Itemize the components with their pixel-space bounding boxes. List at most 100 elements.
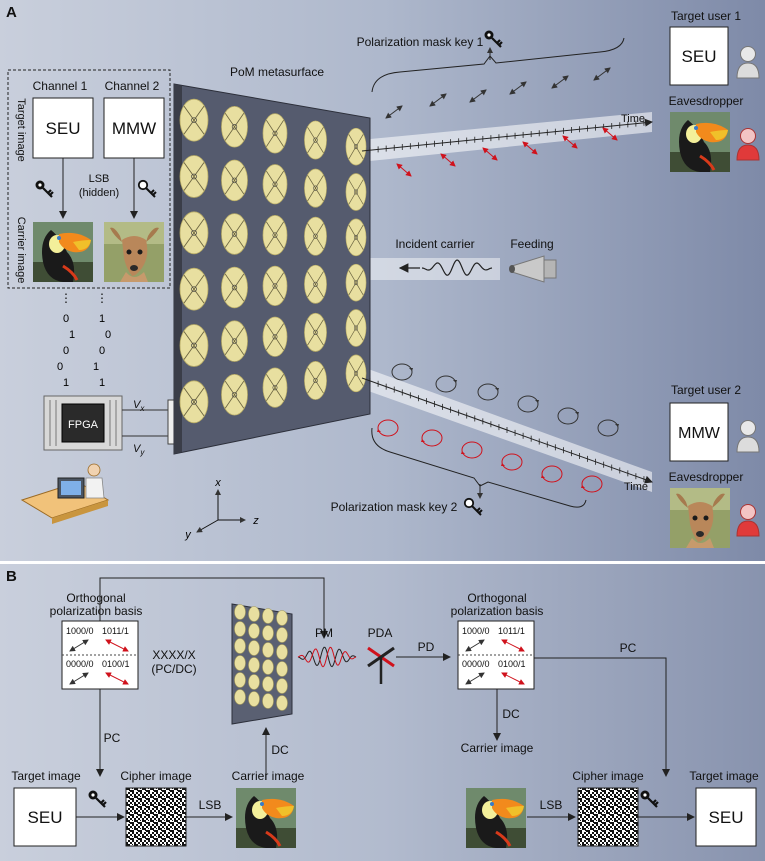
cipher-image-right-label: Cipher image xyxy=(572,769,644,783)
circular-pol-loop xyxy=(391,363,413,381)
circular-pol-loop-red xyxy=(501,453,523,471)
linear-pol-arrow xyxy=(385,105,403,119)
channel1-label: Channel 1 xyxy=(33,79,88,93)
meta-atom-small xyxy=(262,608,274,624)
basis-code: 0000/0 xyxy=(462,659,490,669)
cipher-image-left xyxy=(125,787,187,847)
meta-atom-small xyxy=(276,610,288,626)
carrier-image-left xyxy=(234,786,298,850)
axis-z-label: z xyxy=(252,515,259,527)
basis-code: 1000/0 xyxy=(462,626,490,636)
seu-target-text: SEU xyxy=(46,119,81,138)
meta-atom xyxy=(221,320,248,362)
meta-atom xyxy=(221,266,248,309)
meta-atom-small xyxy=(248,623,260,639)
carrier-image-side-label: Carrier image xyxy=(15,217,27,284)
basis-code: 1011/1 xyxy=(498,626,525,636)
bit: 0 xyxy=(63,313,69,325)
bit: 0 xyxy=(57,361,63,373)
linear-pol-arrow-red xyxy=(440,153,456,167)
dc-label-mid: DC xyxy=(271,743,289,757)
meta-atom xyxy=(221,213,248,255)
meta-atom-small xyxy=(276,678,288,694)
channel-dashed-box xyxy=(7,69,171,289)
meta-atom-small xyxy=(276,661,288,677)
target-image-left-label: Target image xyxy=(11,769,81,783)
circular-pol-loop xyxy=(477,383,499,401)
meta-atom-small xyxy=(262,693,274,709)
incident-label: Incident carrier xyxy=(395,237,474,251)
meta-atom xyxy=(179,267,209,311)
circular-polarization-loops-lower xyxy=(377,363,619,493)
channel2-label: Channel 2 xyxy=(105,79,160,93)
eavesdropper-1-image xyxy=(668,110,732,174)
user2-received-box xyxy=(669,402,729,462)
seu-right-box xyxy=(695,787,757,847)
coordinate-axes: x z y xyxy=(184,477,259,541)
meta-atom-small xyxy=(276,695,288,711)
axis-x-label: x xyxy=(214,477,221,489)
circular-pol-loop-red xyxy=(377,419,399,437)
pda-antenna-icon xyxy=(367,646,395,684)
pom-metasurface xyxy=(173,83,371,455)
meta-atom-small xyxy=(248,606,260,622)
pm-label: PM xyxy=(315,626,333,640)
linear-pol-arrow xyxy=(469,89,487,103)
eavesdropper-2-image xyxy=(670,488,730,548)
hidden-label: (hidden) xyxy=(79,187,119,199)
target-user-1-label: Target user 1 xyxy=(671,9,741,23)
meta-atom xyxy=(221,159,248,202)
meta-atom-small xyxy=(262,659,274,675)
linear-pol-arrow-red xyxy=(602,127,618,141)
meta-atom-small xyxy=(248,691,260,707)
carrier-image-right-label: Carrier image xyxy=(461,741,534,755)
meta-atom-small xyxy=(234,604,246,620)
meta-atom xyxy=(179,380,209,424)
bit: 1 xyxy=(93,361,99,373)
linear-pol-arrow-red xyxy=(562,135,578,149)
user1-received-box xyxy=(669,26,729,86)
eavesdropper-2-label: Eavesdropper xyxy=(669,470,744,484)
meta-atom-small xyxy=(248,640,260,656)
pc-arrow-right xyxy=(534,657,670,777)
seu-right-text: SEU xyxy=(709,808,744,827)
linear-pol-arrow xyxy=(593,67,611,81)
lower-beam xyxy=(360,366,652,492)
bit: 1 xyxy=(99,377,105,389)
meta-atom xyxy=(345,173,367,211)
meta-atom xyxy=(345,127,367,166)
vy-label: Vy xyxy=(133,443,145,457)
basis-to-pm-arrow xyxy=(99,577,328,639)
small-metasurface xyxy=(231,603,293,725)
meta-atom xyxy=(304,264,327,304)
meta-atom xyxy=(179,211,209,255)
lsb-left-label: LSB xyxy=(199,798,222,812)
pm-wave-red xyxy=(297,646,357,668)
meta-atom-small xyxy=(262,676,274,692)
key2-label: Polarization mask key 2 xyxy=(331,500,458,514)
format-sub-label: (PC/DC) xyxy=(151,662,196,676)
incident-wave xyxy=(421,259,493,276)
linear-pol-arrow xyxy=(429,93,447,107)
basis-code: 0100/1 xyxy=(498,659,526,669)
operator-computer-icon xyxy=(20,463,110,524)
meta-atom xyxy=(262,367,288,408)
meta-atom-small xyxy=(248,674,260,690)
bit: 0 xyxy=(99,345,105,357)
meta-atom xyxy=(262,316,288,357)
meta-atom-small xyxy=(234,638,246,654)
meta-atom xyxy=(304,216,327,256)
meta-atom-small xyxy=(276,644,288,660)
target-image-right-label: Target image xyxy=(689,769,759,783)
basis-code: 0000/0 xyxy=(66,659,94,669)
panel-a: A Channel 1 Channel 2 Target image Carri… xyxy=(0,0,765,561)
pc-label-left: PC xyxy=(104,731,121,745)
meta-atom xyxy=(179,98,209,142)
meta-atom xyxy=(262,214,288,256)
meta-atom xyxy=(304,360,327,400)
meta-atom xyxy=(262,164,288,205)
panel-b-label: B xyxy=(6,568,17,585)
cipher-image-left-label: Cipher image xyxy=(120,769,192,783)
meta-atom xyxy=(345,218,367,257)
